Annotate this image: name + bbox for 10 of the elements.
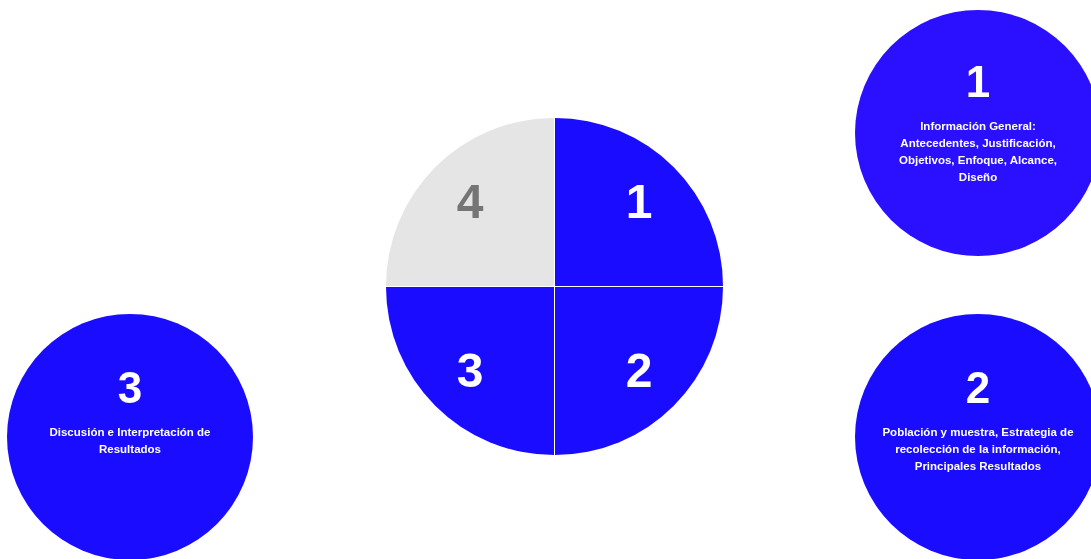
circle-description: Discusión e Interpretación de Resultados [48,425,212,457]
quadrant-number: 2 [625,347,653,395]
circle-description: Información General: Antecedentes, Justificación, Objetivos, Enfoque, Alcance, Diseño [897,119,1059,185]
quadrant-number: 1 [625,178,653,226]
circle-description: Población y muestra, Estrategia de recolección de la información, Principales Resultados [881,425,1075,474]
quadrant-number: 3 [456,347,484,395]
circle-number: 2 [965,366,991,410]
quadrant-number: 4 [456,178,484,226]
circle-number: 1 [965,60,991,104]
circle-number: 3 [117,366,143,410]
